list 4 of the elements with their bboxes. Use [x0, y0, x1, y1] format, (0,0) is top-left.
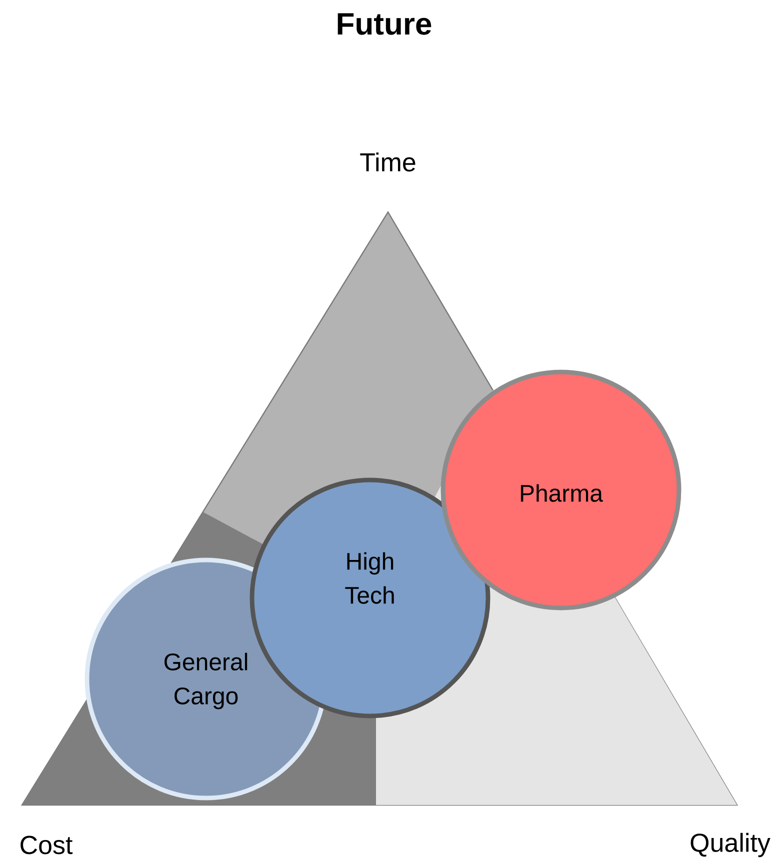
corner-label: Quality [690, 832, 770, 858]
corner-label: Cost [20, 836, 73, 854]
corner-label: Time [360, 152, 416, 172]
title: Future [338, 13, 432, 35]
